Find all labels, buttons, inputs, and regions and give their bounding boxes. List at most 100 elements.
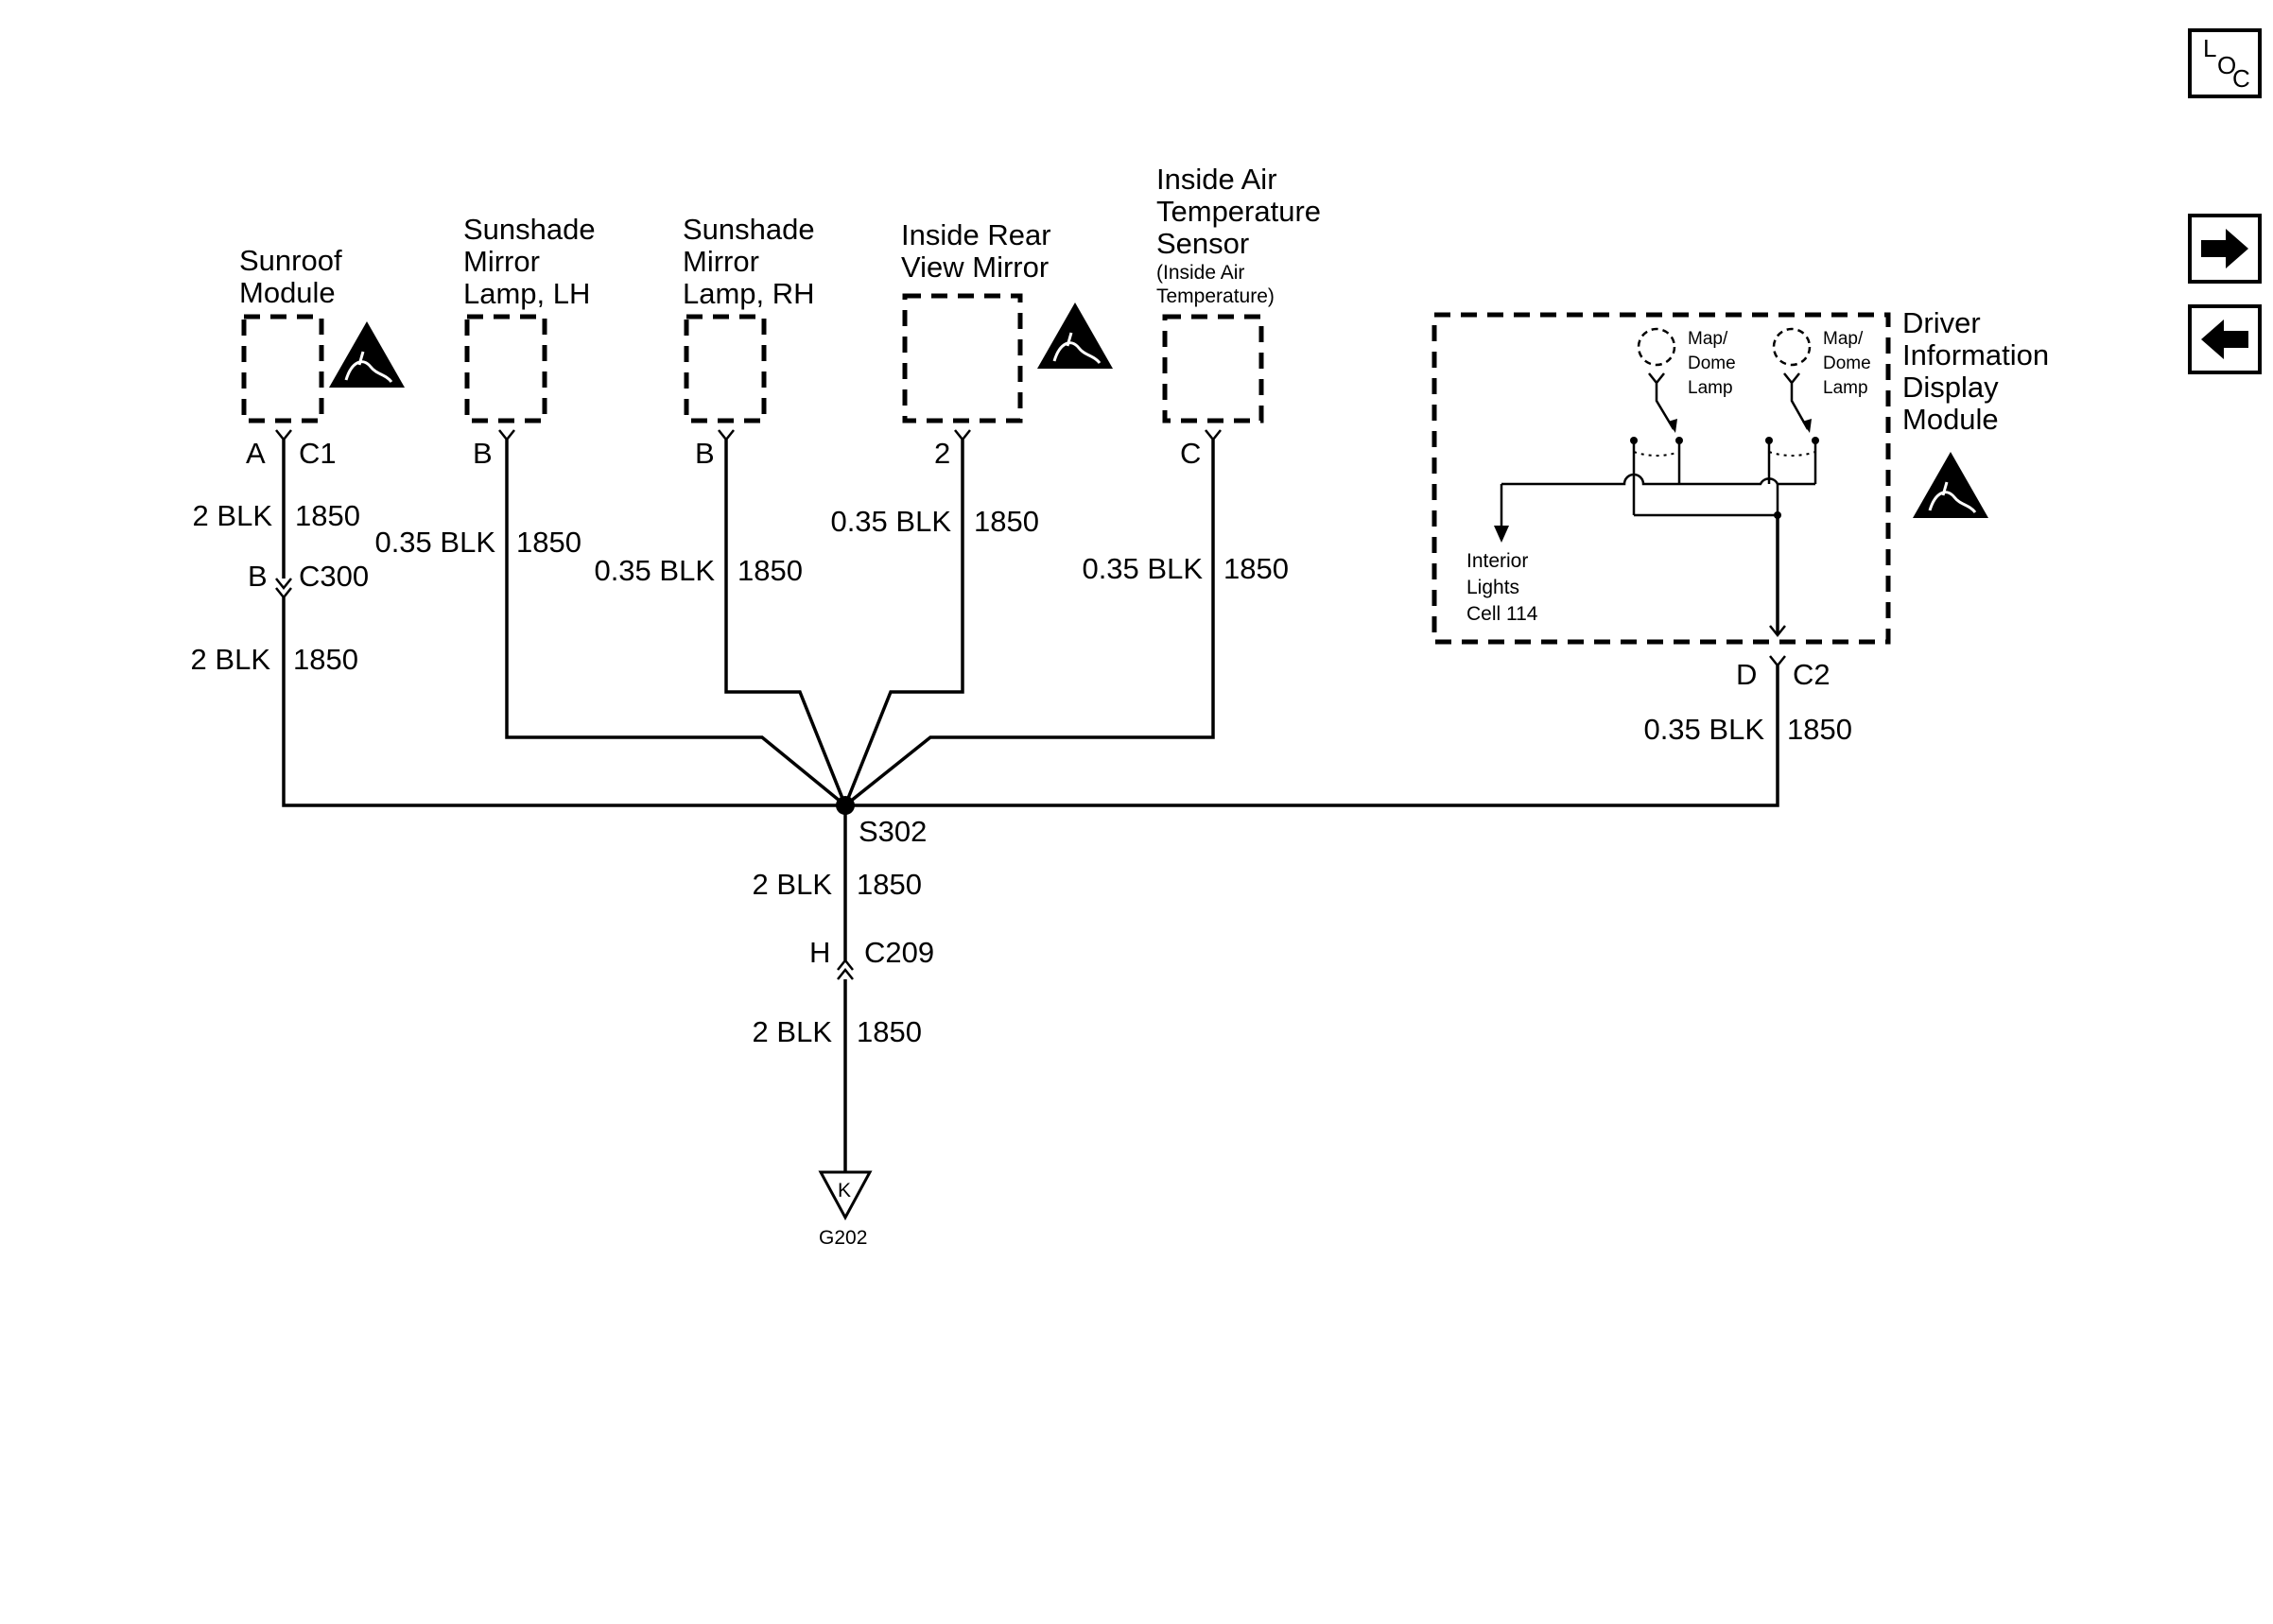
inside-air-temp-sensor-title: Inside Air Temperature Sensor (Inside Ai… [1156,163,1321,307]
svg-text:Dome: Dome [1688,354,1736,373]
svg-text:G202: G202 [819,1227,867,1249]
svg-text:Temperature: Temperature [1156,195,1321,228]
svg-text:Map/: Map/ [1688,329,1728,349]
sunroof-module-box [241,314,324,423]
pin-label: H [809,936,830,969]
sunshade-lamp-lh-box [464,314,547,423]
svg-text:Temperature): Temperature) [1156,285,1275,307]
svg-text:Display: Display [1902,371,1999,404]
svg-text:Module: Module [239,276,336,309]
svg-text:Mirror: Mirror [683,245,759,278]
svg-text:1850: 1850 [857,1015,922,1048]
next-page-button[interactable] [2188,214,2262,284]
connector-c300-symbol [275,578,292,600]
svg-text:Map/: Map/ [1823,329,1864,349]
svg-text:Sunroof: Sunroof [239,244,342,277]
wire-label-air-sensor: 0.35 BLK 1850 [1082,552,1289,585]
svg-text:1850: 1850 [974,505,1039,538]
wire-label-sunroof-upper: 2 BLK 1850 [193,499,360,532]
wire-dim [845,665,1779,807]
esd-warning-icon [1037,302,1113,369]
sunshade-lamp-rh-box [684,314,767,423]
wire-label-sunroof-lower: 2 BLK 1850 [191,643,358,676]
svg-text:2 BLK: 2 BLK [193,499,273,532]
connector-label: C209 [864,936,934,969]
connector-label: C2 [1793,658,1831,691]
svg-text:Sunshade: Sunshade [463,213,596,246]
svg-text:(Inside Air: (Inside Air [1156,262,1244,284]
svg-text:0.35 BLK: 0.35 BLK [1643,713,1764,746]
svg-text:Inside Air: Inside Air [1156,163,1277,196]
wire-rear-mirror [843,440,964,806]
pin-label: A [246,437,266,470]
svg-text:Lamp: Lamp [1823,378,1868,398]
sunroof-module-title: Sunroof Module [239,244,342,309]
svg-text:Sunshade: Sunshade [683,213,815,246]
esd-warning-icon [329,321,405,388]
wire-sunroof [282,440,845,807]
wire-label-sunshade-rh: 0.35 BLK 1850 [594,554,803,587]
inside-rear-view-mirror-box [902,293,1023,423]
wire-label-ground-upper: 2 BLK 1850 [753,868,922,901]
splice-s302 [836,796,855,815]
driver-information-display-module-box [1431,312,1891,645]
connector-pin-symbol [498,429,515,442]
inside-air-temp-sensor-box [1162,314,1264,423]
svg-text:K: K [838,1180,851,1201]
svg-text:Lamp, LH: Lamp, LH [463,277,590,310]
svg-text:2 BLK: 2 BLK [753,1015,833,1048]
pin-label: 2 [934,437,950,470]
svg-text:1850: 1850 [857,868,922,901]
svg-text:Sensor: Sensor [1156,227,1249,260]
pin-label: B [695,437,715,470]
connector-pin-symbol [275,429,292,442]
map-dome-lamp-right: Map/ Dome Lamp [1772,327,1871,433]
svg-text:Dome: Dome [1823,354,1871,373]
connector-label: C1 [299,437,337,470]
svg-text:2 BLK: 2 BLK [191,643,271,676]
pin-label: C [1180,437,1201,470]
pin-label: B [473,437,493,470]
sunshade-lamp-lh-title: Sunshade Mirror Lamp, LH [463,213,596,310]
svg-text:1850: 1850 [295,499,360,532]
svg-text:0.35 BLK: 0.35 BLK [830,505,951,538]
arrow-left-icon [2201,320,2248,359]
previous-page-button[interactable] [2188,304,2262,374]
svg-text:1850: 1850 [516,526,581,559]
pin-label: D [1736,658,1757,691]
connector-pin-symbol [718,429,735,442]
location-button[interactable]: L O C [2188,28,2262,98]
connector-pin-symbol [954,429,971,442]
svg-text:View Mirror: View Mirror [901,251,1049,284]
connector-pin-symbol [1205,429,1222,442]
svg-text:Lamp: Lamp [1688,378,1733,398]
wire-label-sunshade-lh: 0.35 BLK 1850 [374,526,581,559]
connector-pin-symbol [1769,655,1786,668]
wire-label-ground-lower: 2 BLK 1850 [753,1015,922,1048]
svg-text:Lamp, RH: Lamp, RH [683,277,815,310]
map-dome-lamp-left: Map/ Dome Lamp [1637,327,1736,433]
connector-label: C300 [299,560,369,593]
svg-text:1850: 1850 [293,643,358,676]
svg-text:Lights: Lights [1466,577,1519,598]
wire-label-rear-mirror: 0.35 BLK 1850 [830,505,1039,538]
ground-g202: K G202 [818,1170,873,1249]
svg-text:0.35 BLK: 0.35 BLK [374,526,495,559]
arrow-right-icon [2201,229,2248,268]
svg-text:0.35 BLK: 0.35 BLK [594,554,715,587]
connector-c209-symbol [837,958,854,980]
wire-label-dim: 0.35 BLK 1850 [1643,713,1852,746]
wire-air-sensor [843,440,1215,807]
loc-icon-c: C [2232,64,2250,93]
inside-rear-view-mirror-title: Inside Rear View Mirror [901,218,1051,284]
wire-sunshade-rh [724,440,847,806]
svg-text:1850: 1850 [1223,552,1289,585]
pin-label: B [248,560,268,593]
svg-text:Inside Rear: Inside Rear [901,218,1051,251]
driver-information-display-module-title: Driver Information Display Module [1902,306,2049,436]
loc-icon-l: L [2203,34,2216,62]
svg-text:2 BLK: 2 BLK [753,868,833,901]
dim-internal-switching: Interior Lights Cell 114 [1466,437,1819,638]
svg-text:Cell 114: Cell 114 [1466,603,1538,625]
splice-label: S302 [859,815,927,848]
